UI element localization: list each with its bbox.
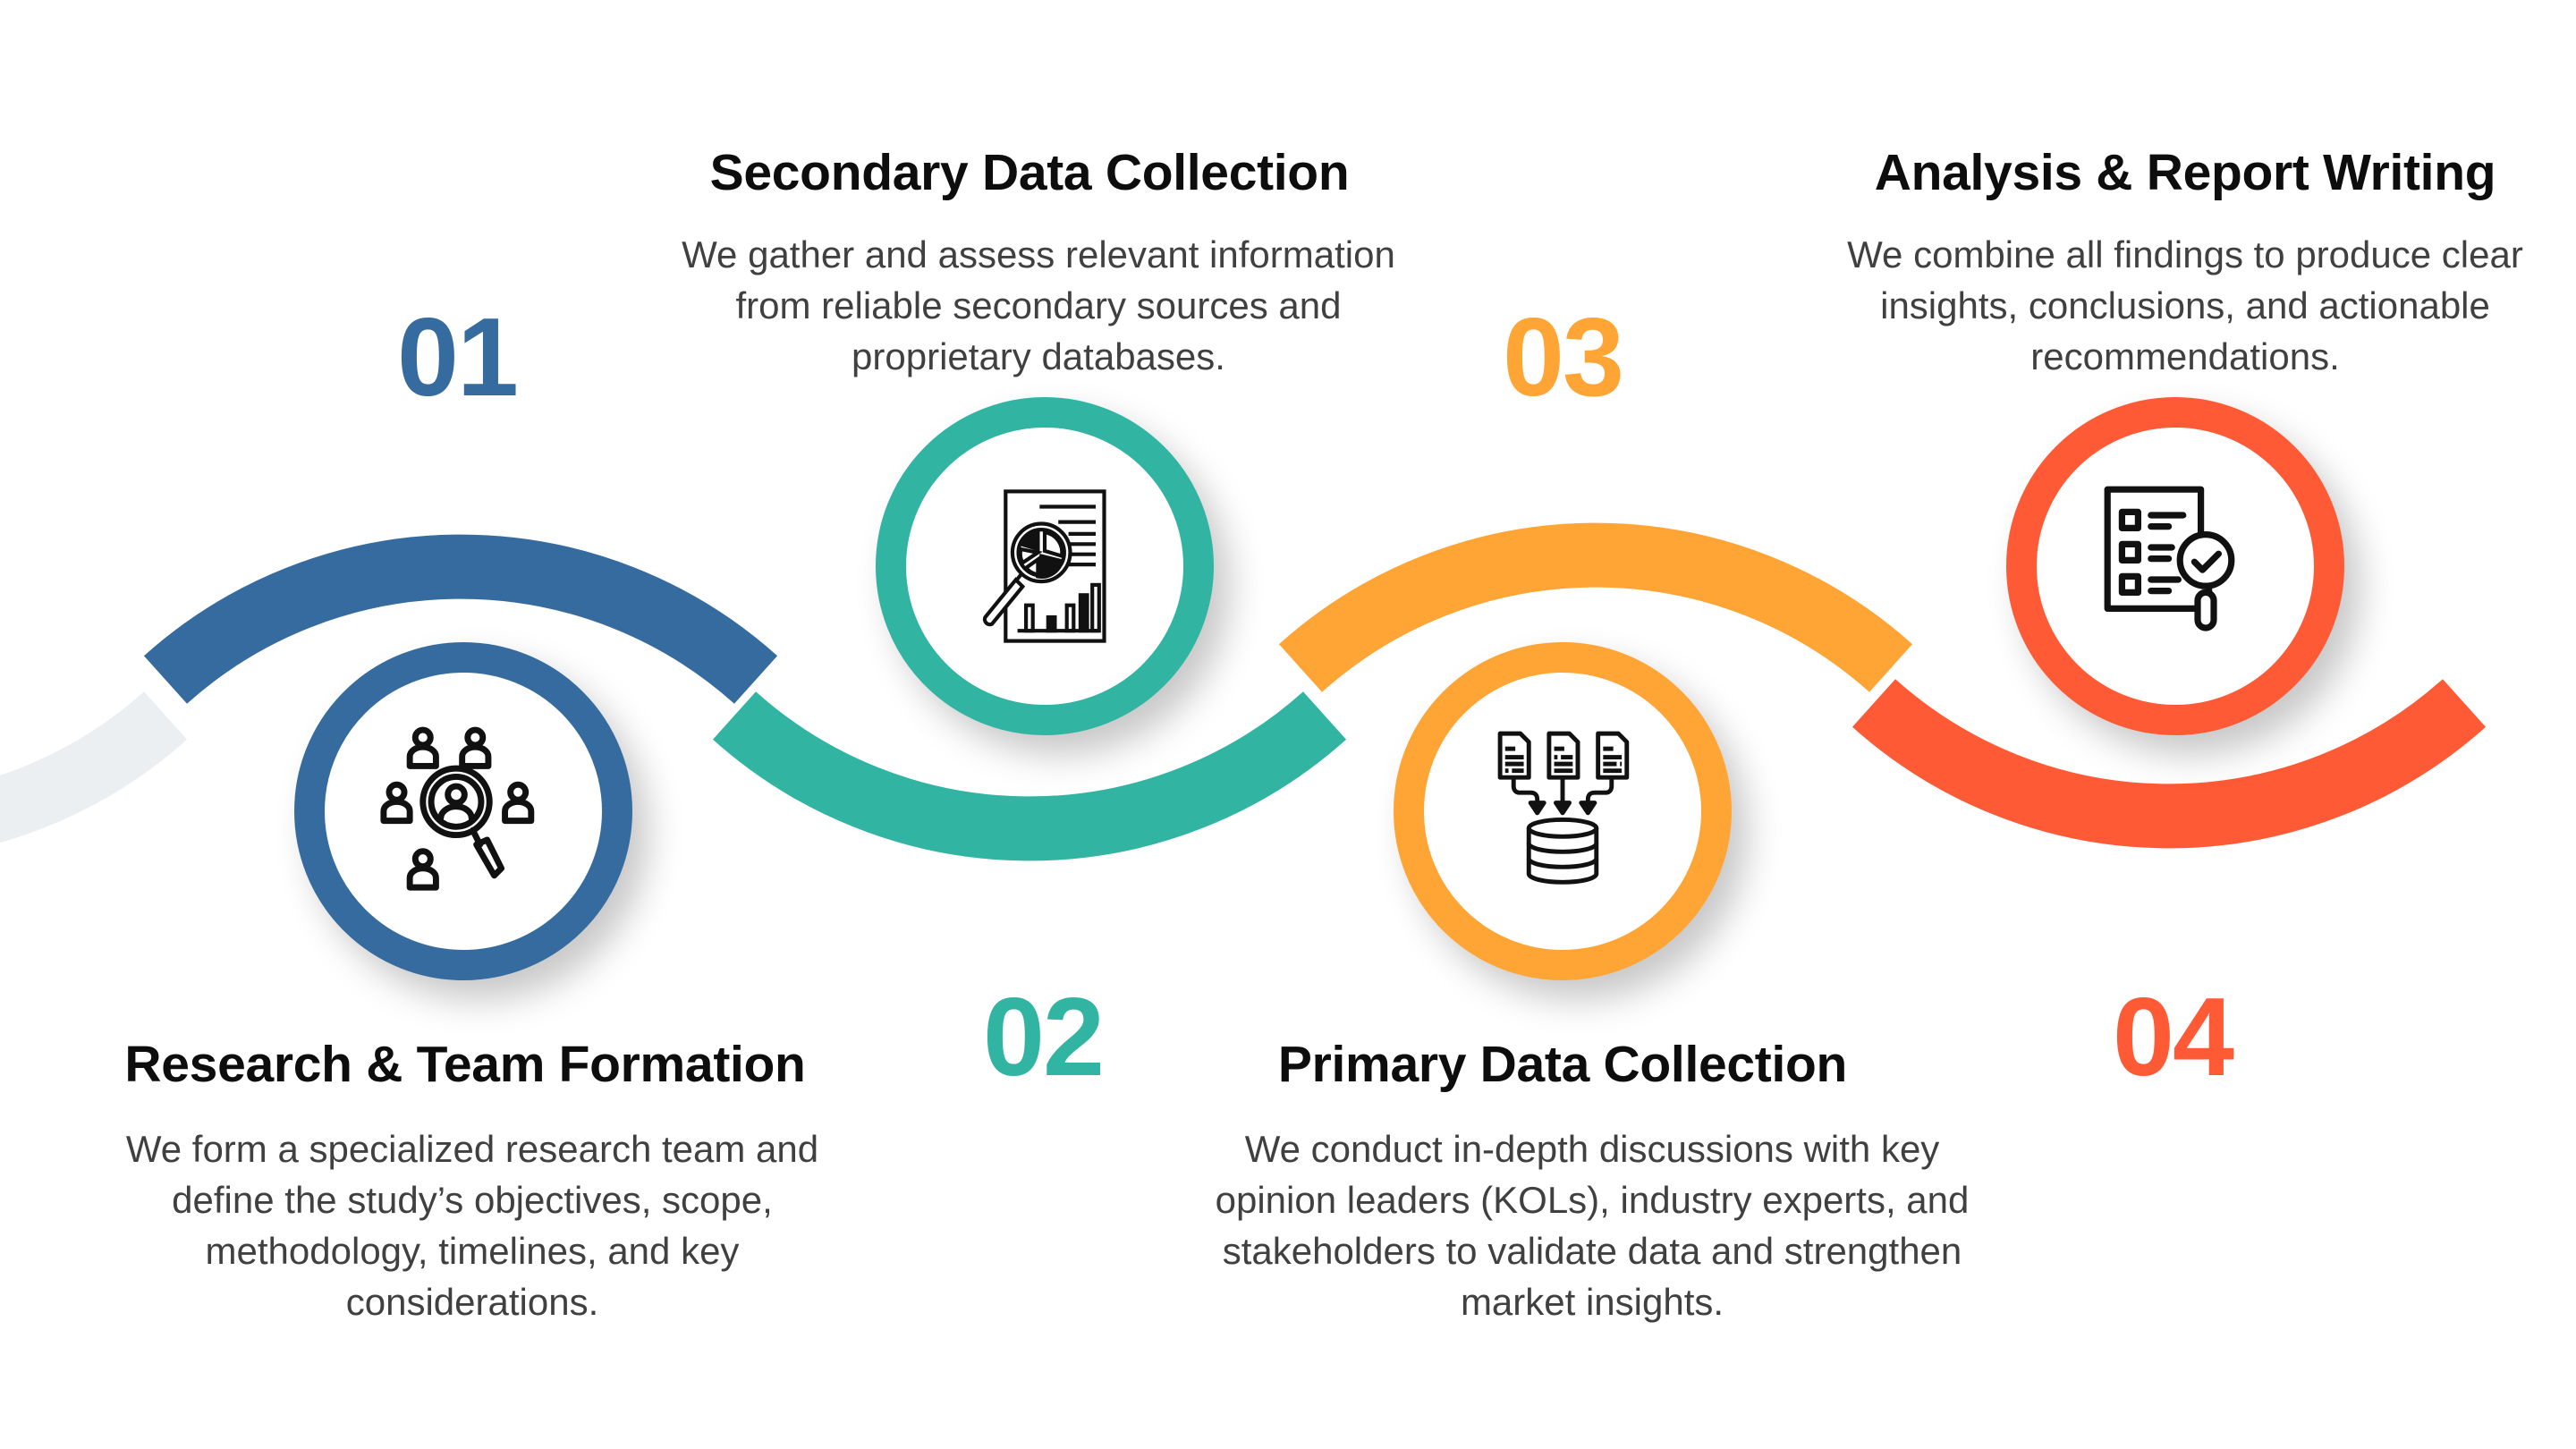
step4-icon-ring [2006, 397, 2344, 735]
wave-arc-step1 [143, 534, 778, 704]
step3-description-line: market insights. [1460, 1281, 1724, 1323]
step3-description-line: opinion leaders (KOLs), industry experts… [1215, 1179, 1970, 1221]
step1-icon-ring [294, 642, 632, 980]
step4-description-line: recommendations. [2030, 335, 2340, 377]
wave-arc-step4 [1852, 679, 2487, 849]
step1-description: We form a specialized research team and … [70, 1123, 875, 1327]
step3-description: We conduct in-depth discussions with key… [1163, 1123, 2021, 1327]
step-number-04: 04 [2113, 976, 2234, 1099]
documents-to-database-icon [1497, 731, 1630, 885]
step2-description: We gather and assess relevant informatio… [636, 229, 1441, 382]
decor-arc-left [0, 691, 188, 843]
team-search-icon [380, 726, 535, 891]
step-number-01: 01 [397, 296, 519, 419]
wave-arc-step3 [1278, 522, 1913, 692]
checklist-review-icon [2104, 486, 2235, 631]
step3-description-line: We conduct in-depth discussions with key [1244, 1128, 1940, 1170]
step1-description-line: considerations. [345, 1281, 599, 1323]
step-number-03: 03 [1503, 296, 1624, 419]
step1-description-line: We form a specialized research team and [125, 1128, 819, 1170]
wave-arc-step2 [712, 691, 1347, 861]
step1-description-line: methodology, timelines, and key [205, 1230, 740, 1272]
step3-icon-ring [1394, 642, 1732, 980]
step4-description-line: We combine all findings to produce clear [1847, 233, 2523, 275]
step3-description-line: stakeholders to validate data and streng… [1222, 1230, 1962, 1272]
step2-description-line: from reliable secondary sources and [735, 284, 1342, 326]
document-analysis-icon [982, 489, 1106, 643]
step2-icon-ring [876, 397, 1214, 735]
step3-title: Primary Data Collection [1277, 1036, 1848, 1093]
step-number-02: 02 [983, 976, 1105, 1099]
step2-description-line: We gather and assess relevant informatio… [682, 233, 1395, 275]
step4-description: We combine all findings to produce clear… [1783, 229, 2576, 382]
step4-title: Analysis & Report Writing [1874, 144, 2496, 201]
step4-description-line: insights, conclusions, and actionable [1880, 284, 2490, 326]
step1-description-line: define the study’s objectives, scope, [172, 1179, 773, 1221]
step1-title: Research & Team Formation [124, 1036, 806, 1093]
step2-title: Secondary Data Collection [709, 144, 1350, 201]
step2-description-line: proprietary databases. [852, 335, 1225, 377]
